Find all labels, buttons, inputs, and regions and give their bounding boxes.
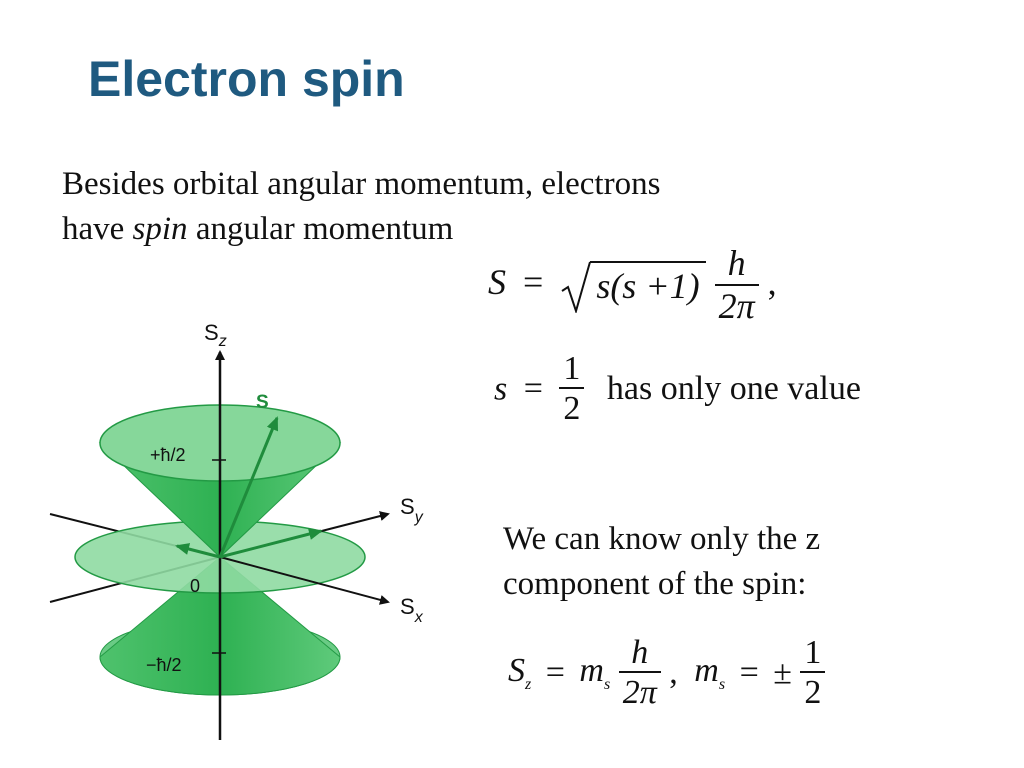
z-component-note: We can know only the z component of the … [503, 517, 820, 607]
spin-vector-label: S [256, 392, 269, 413]
eq1-comma: , [767, 261, 777, 302]
intro-line-1: Besides orbital angular momentum, electr… [62, 166, 661, 202]
eq3-comma: , [669, 654, 678, 692]
eq3-ms: ms [694, 652, 726, 694]
in-plane-arrow-right [219, 528, 323, 559]
eq2-num: 1 [559, 350, 585, 390]
sqrt-sign-icon [561, 261, 592, 314]
eq3-m: ms [579, 652, 611, 694]
eq3-equals-2: = [739, 654, 759, 692]
sx-axis [219, 556, 390, 605]
eq1-radicand: s(s +1) [590, 261, 706, 310]
sx-label: Sx [400, 594, 424, 626]
minus-hbar-half-label: −ħ/2 [146, 655, 182, 675]
z-component-equation: Sz = ms h 2π , ms = ± 1 2 [508, 634, 826, 712]
spin-vector-arrow [218, 416, 279, 558]
eq2-fraction: 1 2 [559, 350, 585, 428]
eq3-plus-minus: ± [773, 654, 792, 692]
eq1-sqrt: s(s +1) [560, 261, 706, 314]
eq3-fraction: h 2π [618, 634, 661, 712]
zero-label: 0 [190, 576, 200, 596]
spin-magnitude-equation: S = s(s +1) h 2π , [488, 243, 777, 327]
eq3-den: 2π [622, 674, 657, 712]
sy-label: Sy [400, 494, 424, 526]
eq2-den: 2 [563, 390, 581, 428]
eq3-den2: 2 [804, 674, 822, 712]
eq3-num: h [618, 634, 661, 674]
eq3-fraction-2: 1 2 [800, 634, 826, 712]
sz-label: Sz [204, 320, 227, 350]
eq2-equals: = [523, 370, 543, 408]
plus-hbar-half-label: +ħ/2 [150, 445, 186, 465]
intro-text: Besides orbital angular momentum, electr… [62, 162, 660, 252]
eq1-equals: = [523, 261, 544, 302]
eq3-lhs: Sz [508, 652, 532, 694]
note-line-1: We can know only the z [503, 521, 821, 557]
eq2-lhs: s [494, 370, 508, 408]
slide-title: Electron spin [88, 51, 405, 107]
spin-word: spin [132, 211, 188, 247]
eq2-text: has only one value [606, 370, 861, 408]
in-plane-arrow-left [175, 543, 221, 559]
eq3-num2: 1 [800, 634, 826, 674]
spin-cone-diagram: Sz Sy Sx S +ħ/2 0 −ħ/2 [49, 320, 424, 740]
eq1-fraction: h 2π [714, 243, 759, 327]
eq1-den: 2π [718, 285, 755, 326]
eq1-lhs: S [488, 261, 506, 302]
eq1-num: h [714, 243, 759, 286]
intro-line-2: have spin angular momentum [62, 211, 454, 247]
note-line-2: component of the spin: [503, 566, 807, 602]
spin-quantum-number-equation: s = 1 2 has only one value [494, 350, 861, 428]
eq3-equals: = [545, 654, 565, 692]
